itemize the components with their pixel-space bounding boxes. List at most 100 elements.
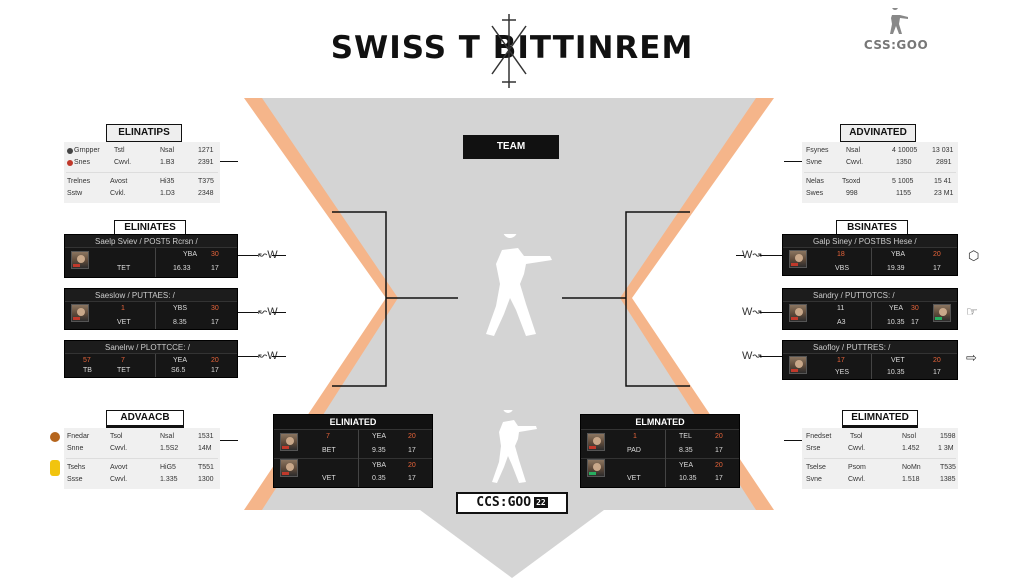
cell: 11 [837,305,845,312]
right-top-header: ADVINATED [840,124,916,142]
cell: 13 031 [932,147,954,154]
eliminated-card-right[interactable]: ELMNATED 1 TEL 20 PAD 8.35 17 YEA 20 VET… [580,414,740,488]
bottom-logo-badge: 22 [534,497,548,508]
card-row: TET 16.33 17 [65,262,237,276]
match-card[interactable]: Sanelrw / PLOTTCCE: / 57 7 YEA 20 TB TET… [64,340,238,378]
match-card[interactable]: Saofloy / PUTTRES: / 17 VET 20 YES 10.35… [782,340,958,380]
cell: T375 [198,178,214,185]
cell: 1598 [940,433,956,440]
card-row: 7 YEA 20 [274,430,432,444]
brand-text: CSS:GOO [863,38,929,52]
cell: YEA [173,357,188,364]
player-avatar [71,304,89,322]
cell: PAD [627,447,641,454]
cell: Svne [806,476,822,483]
table-row[interactable]: Tsehs Avovt HiG5 T551 [64,462,220,474]
advance-arrow-icon: ↜W [258,306,278,318]
team-header: TEAM [463,135,559,159]
cell: 17 [715,447,723,454]
cell: 30 [211,251,219,258]
cell: 15 41 [934,178,952,185]
cell: Nelas [806,178,824,185]
card-row: 11 YEA 30 [783,302,957,316]
cell: Avost [110,178,128,185]
brand-logo: CSS:GOO [858,8,934,52]
cell: Psom [848,464,866,471]
player-avatar [280,433,298,451]
table-row[interactable]: Fnedset Tsol Nsol 1598 [802,431,958,443]
card-row: YEA 20 [581,458,739,472]
table-row[interactable]: Grnpper Tstl Nsal 1271 [64,145,220,157]
player-avatar [933,304,951,322]
left-top-header: ELINATIPS [106,124,182,142]
table-row[interactable]: Fnedar Tsol Nsal 1531 [64,431,220,443]
cell: 17 [408,475,416,482]
cell: Cwvl. [846,159,864,166]
match-card[interactable]: Saelp Sviev / POST5 Rcrsn / YBA 30 TET 1… [64,234,238,278]
cell: A3 [837,319,846,326]
cell: 16.33 [173,265,191,272]
cell: 17 [408,447,416,454]
table-row[interactable]: Swes 998 1155 23 M1 [802,188,958,200]
cell: 30 [211,305,219,312]
table-row[interactable]: Ssse Cwvl. 1.335 1300 [64,474,220,486]
cell: 5 1005 [892,178,914,185]
match-card[interactable]: Sandry / PUTTOTCS: / 11 YEA 30 A3 10.35 … [782,288,958,330]
cell: YEA [889,305,904,312]
cell: 1.5S2 [160,445,179,452]
cell: Cwvl. [848,476,866,483]
table-row[interactable]: Sstw Cvkl. 1.D3 2348 [64,188,220,200]
cell: 9.35 [372,447,386,454]
left-bottom-table: Fnedar Tsol Nsal 1531 Snne Cwvl. 1.5S2 1… [64,428,220,489]
cube-icon: ⬡ [968,248,980,263]
table-row[interactable]: Snes Cwvl. 1.B3 2391 [64,157,220,169]
left-bottom-header: ADVAACB [106,410,184,428]
connector [220,161,238,162]
eliminated-card-left[interactable]: ELINIATED 7 YEA 20 BET 9.35 17 YBA 20 VE… [273,414,433,488]
card-row: 57 7 YEA 20 [65,354,237,368]
cell: 17 [933,369,941,376]
cell: 1271 [198,147,214,154]
table-row[interactable]: Snne Cwvl. 1.5S2 14M [64,443,220,455]
cell: Tsol [850,433,863,440]
cell: 10.35 [887,319,905,326]
eliminated-card-title: ELINIATED [274,415,432,430]
cell: Nsal [846,147,861,154]
cell: Cvkl. [110,190,126,197]
team-icon [67,148,76,157]
cell: Avovt [110,464,128,471]
match-card[interactable]: Galp Siney / POSTBS Hese / 18 YBA 20 VBS… [782,234,958,276]
table-row[interactable]: Fsynes Nsal 4 10005 13 031 [802,145,958,157]
table-row[interactable]: Tselse Psom NoMn T535 [802,462,958,474]
cell: TB [83,367,92,374]
table-row[interactable]: Svne Cwvl. 1.518 1385 [802,474,958,486]
cell: 20 [933,357,941,364]
match-card[interactable]: Saeslow / PUTTAES: / 1 YBS 30 VET 8.35 1… [64,288,238,330]
team-logo-icon [50,460,60,476]
cell: 20 [408,462,416,469]
cell: Hi35 [160,178,175,185]
cell: 1 [633,433,637,440]
connector [760,255,782,256]
table-row[interactable]: Svne Cwvl. 1350 2891 [802,157,958,169]
connector [238,312,258,313]
cell: 20 [933,251,941,258]
table-row[interactable]: Srse Cwvl. 1.452 1 3M [802,443,958,455]
advance-arrow-icon: W↝ [742,350,762,362]
cell: 1350 [896,159,912,166]
table-row[interactable]: Trelnes Avost Hi35 T375 [64,176,220,188]
connector [736,255,744,256]
right-bottom-table: Fnedset Tsol Nsol 1598 Srse Cwvl. 1.452 … [802,428,958,489]
player-avatar [789,356,807,374]
player-avatar [71,251,89,269]
cell: Swes [806,190,824,197]
hand-icon: ☞ [966,304,978,319]
match-card-title: Saeslow / PUTTAES: / [65,289,237,302]
cell: Nsal [160,433,175,440]
card-row: VET 10.35 17 [581,472,739,486]
cell: 10.35 [679,475,697,482]
table-row[interactable]: Nelas Tsoxd 5 1005 15 41 [802,176,958,188]
cell: S6.5 [171,367,186,374]
cell: 2348 [198,190,214,197]
